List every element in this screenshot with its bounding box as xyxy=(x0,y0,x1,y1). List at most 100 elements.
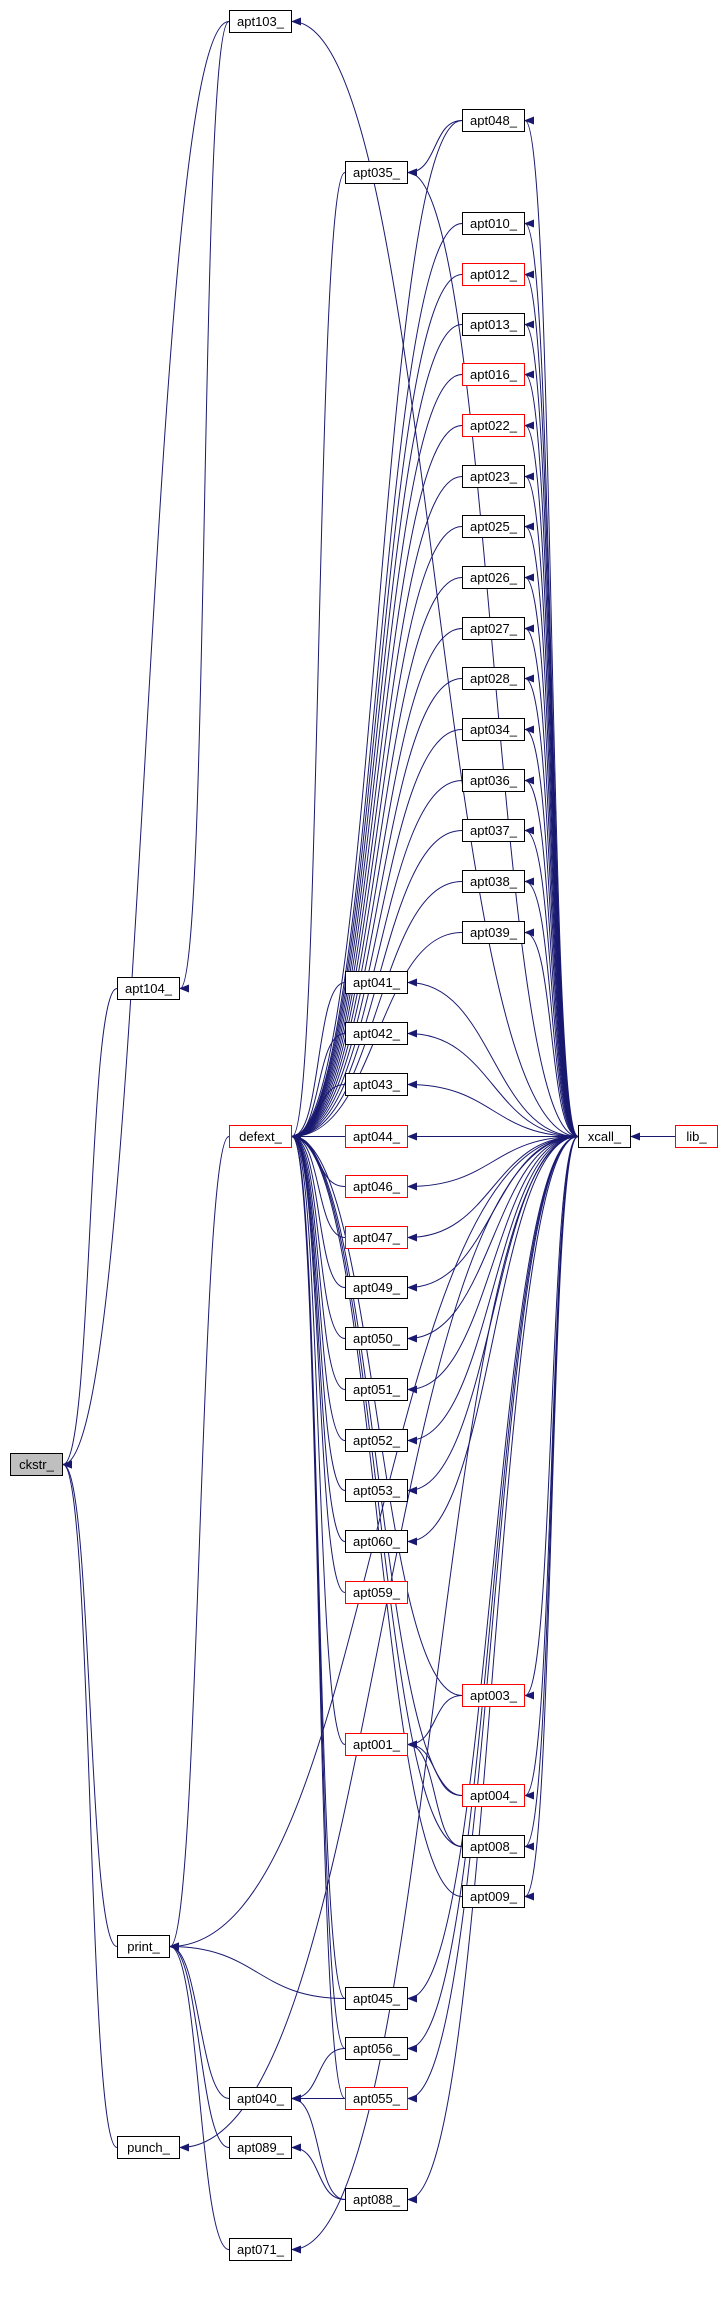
edge-apt103-apt104 xyxy=(179,21,230,993)
node-xcall[interactable]: xcall_ xyxy=(578,1125,631,1148)
edge-xcall-apt003 xyxy=(524,1136,579,1700)
node-apt041[interactable]: apt041_ xyxy=(345,971,408,994)
edge-xcall-punch xyxy=(179,1136,579,2152)
edge-xcall-apt103 xyxy=(291,17,579,1137)
edge-apt004-apt001 xyxy=(407,1740,463,1796)
node-print[interactable]: print_ xyxy=(117,1935,170,1958)
node-apt050[interactable]: apt050_ xyxy=(345,1327,408,1350)
node-apt008[interactable]: apt008_ xyxy=(462,1835,525,1858)
edge-xcall-apt010 xyxy=(524,219,579,1137)
edge-apt009-defext xyxy=(291,1132,463,1897)
edge-apt041-defext xyxy=(291,982,346,1141)
edge-xcall-apt009 xyxy=(524,1136,579,1901)
edge-xcall-apt034 xyxy=(524,725,579,1137)
node-apt036[interactable]: apt036_ xyxy=(462,769,525,792)
node-apt035[interactable]: apt035_ xyxy=(345,161,408,184)
node-apt001[interactable]: apt001_ xyxy=(345,1733,408,1756)
edge-apt042-defext xyxy=(291,1033,346,1141)
node-apt003[interactable]: apt003_ xyxy=(462,1684,525,1707)
node-apt052[interactable]: apt052_ xyxy=(345,1429,408,1452)
edge-xcall-apt027 xyxy=(524,624,579,1137)
node-apt047[interactable]: apt047_ xyxy=(345,1226,408,1249)
node-apt046[interactable]: apt046_ xyxy=(345,1175,408,1198)
edge-apt060-defext xyxy=(291,1132,346,1542)
node-apt004[interactable]: apt004_ xyxy=(462,1784,525,1807)
node-apt009[interactable]: apt009_ xyxy=(462,1885,525,1908)
node-apt022[interactable]: apt022_ xyxy=(462,414,525,437)
edge-xcall-apt051 xyxy=(407,1136,579,1394)
edge-xcall-apt026 xyxy=(524,573,579,1137)
node-apt013[interactable]: apt013_ xyxy=(462,313,525,336)
edge-apt055-defext xyxy=(291,1132,346,2099)
node-apt037[interactable]: apt037_ xyxy=(462,819,525,842)
node-apt010[interactable]: apt010_ xyxy=(462,212,525,235)
edge-apt012-defext xyxy=(291,274,463,1141)
node-apt055[interactable]: apt055_ xyxy=(345,2087,408,2110)
edge-xcall-apt035 xyxy=(407,168,579,1137)
edge-xcall-apt071 xyxy=(291,1136,579,2254)
edge-apt004-defext xyxy=(291,1132,463,1796)
edge-apt050-defext xyxy=(291,1132,346,1339)
edge-xcall-apt060 xyxy=(407,1136,579,1546)
node-ckstr[interactable]: ckstr_ xyxy=(10,1453,63,1476)
node-apt016[interactable]: apt016_ xyxy=(462,363,525,386)
node-apt043[interactable]: apt043_ xyxy=(345,1073,408,1096)
edge-apt022-defext xyxy=(291,425,463,1141)
node-apt059[interactable]: apt059_ xyxy=(345,1581,408,1604)
node-apt060[interactable]: apt060_ xyxy=(345,1530,408,1553)
edge-apt026-defext xyxy=(291,577,463,1141)
edge-apt016-defext xyxy=(291,374,463,1141)
edge-apt051-defext xyxy=(291,1132,346,1390)
node-apt088[interactable]: apt088_ xyxy=(345,2188,408,2211)
node-apt103[interactable]: apt103_ xyxy=(229,10,292,33)
node-apt027[interactable]: apt027_ xyxy=(462,617,525,640)
edge-xcall-apt088 xyxy=(407,1136,579,2204)
node-apt044[interactable]: apt044_ xyxy=(345,1125,408,1148)
node-apt038[interactable]: apt038_ xyxy=(462,870,525,893)
edge-apt059-defext xyxy=(291,1132,346,1593)
node-punch[interactable]: punch_ xyxy=(117,2136,180,2159)
node-apt034[interactable]: apt034_ xyxy=(462,718,525,741)
edge-xcall-apt028 xyxy=(524,674,579,1137)
edge-xcall-apt022 xyxy=(524,421,579,1137)
edge-xcall-apt047 xyxy=(407,1136,579,1242)
node-apt056[interactable]: apt056_ xyxy=(345,2037,408,2060)
edge-apt088-apt040 xyxy=(291,2094,346,2200)
edge-xcall-apt042 xyxy=(407,1029,579,1137)
node-defext[interactable]: defext_ xyxy=(229,1125,292,1148)
edge-apt071-print xyxy=(169,1942,230,2250)
node-apt040[interactable]: apt040_ xyxy=(229,2087,292,2110)
edge-xcall-apt043 xyxy=(407,1080,579,1137)
node-apt045[interactable]: apt045_ xyxy=(345,1987,408,2010)
edge-apt088-apt089 xyxy=(291,2143,346,2200)
node-apt039[interactable]: apt039_ xyxy=(462,921,525,944)
node-apt042[interactable]: apt042_ xyxy=(345,1022,408,1045)
node-apt089[interactable]: apt089_ xyxy=(229,2136,292,2159)
node-apt071[interactable]: apt071_ xyxy=(229,2238,292,2261)
node-apt026[interactable]: apt026_ xyxy=(462,566,525,589)
edge-xcall-apt038 xyxy=(524,877,579,1137)
node-apt048[interactable]: apt048_ xyxy=(462,109,525,132)
node-apt053[interactable]: apt053_ xyxy=(345,1479,408,1502)
node-apt051[interactable]: apt051_ xyxy=(345,1378,408,1401)
node-apt012[interactable]: apt012_ xyxy=(462,263,525,286)
node-apt023[interactable]: apt023_ xyxy=(462,465,525,488)
edge-apt001-defext xyxy=(291,1132,346,1745)
node-lib[interactable]: lib_ xyxy=(675,1125,718,1148)
edge-apt056-defext xyxy=(291,1132,346,2049)
node-apt028[interactable]: apt028_ xyxy=(462,667,525,690)
edge-xcall-apt036 xyxy=(524,776,579,1137)
edge-xcall-apt052 xyxy=(407,1136,579,1445)
node-apt025[interactable]: apt025_ xyxy=(462,515,525,538)
edge-apt048-defext xyxy=(291,120,463,1141)
edge-apt034-defext xyxy=(291,729,463,1141)
node-apt049[interactable]: apt049_ xyxy=(345,1276,408,1299)
node-apt104[interactable]: apt104_ xyxy=(117,977,180,1000)
edge-apt045-print xyxy=(169,1942,346,1999)
edge-defext-print xyxy=(169,1136,230,1951)
edge-xcall-apt046 xyxy=(407,1136,579,1191)
edge-apt003-defext xyxy=(291,1132,463,1696)
edge-xcall-apt050 xyxy=(407,1136,579,1343)
edge-xcall-apt045 xyxy=(407,1136,579,2003)
